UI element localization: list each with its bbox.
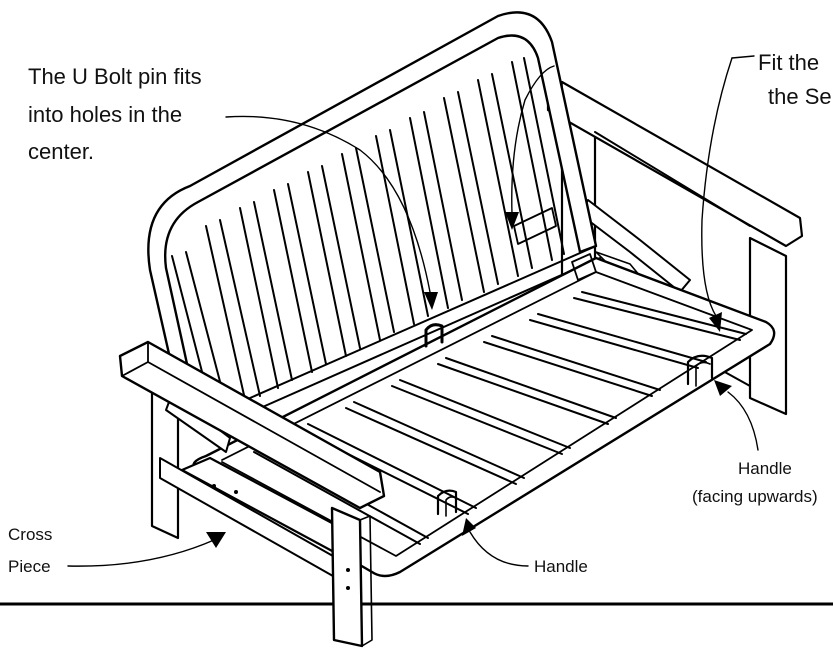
handle-bottom-shape [436, 489, 458, 516]
arrowhead-fit-left [505, 212, 519, 230]
u-bolt-text-line1: The U Bolt pin fits [28, 64, 202, 89]
arrowhead-cross-piece [206, 532, 226, 548]
arrowhead-handle-bottom [462, 518, 476, 536]
arrows [67, 55, 759, 567]
u-bolt-shape [424, 323, 444, 348]
u-bolt-text-line2: into holes in the [28, 102, 182, 127]
cross-piece-text-line2: Piece [8, 557, 51, 576]
u-bolt-text-line3: center. [28, 139, 94, 164]
arrowhead-handle-right [714, 380, 732, 396]
handle-right-text-line1: Handle [738, 459, 792, 478]
arrowhead-u-bolt [424, 292, 438, 310]
fit-text-line2: the Se [768, 84, 832, 109]
back-frame [147, 11, 601, 433]
cross-piece-text-line1: Cross [8, 525, 52, 544]
fit-text-line1: Fit the [758, 50, 819, 75]
handle-bottom-label: Handle [534, 557, 588, 576]
cross-piece-callout: Cross Piece [8, 525, 52, 576]
handle-right-shape [686, 354, 714, 386]
handle-right-text-line2: (facing upwards) [692, 487, 818, 506]
arrowhead-fit-right [709, 312, 722, 332]
fit-callout: Fit the the Se [758, 50, 832, 109]
u-bolt-callout: The U Bolt pin fits into holes in the ce… [28, 64, 202, 164]
handle-right-callout: Handle (facing upwards) [692, 459, 818, 506]
left-arm-assembly [118, 340, 386, 648]
